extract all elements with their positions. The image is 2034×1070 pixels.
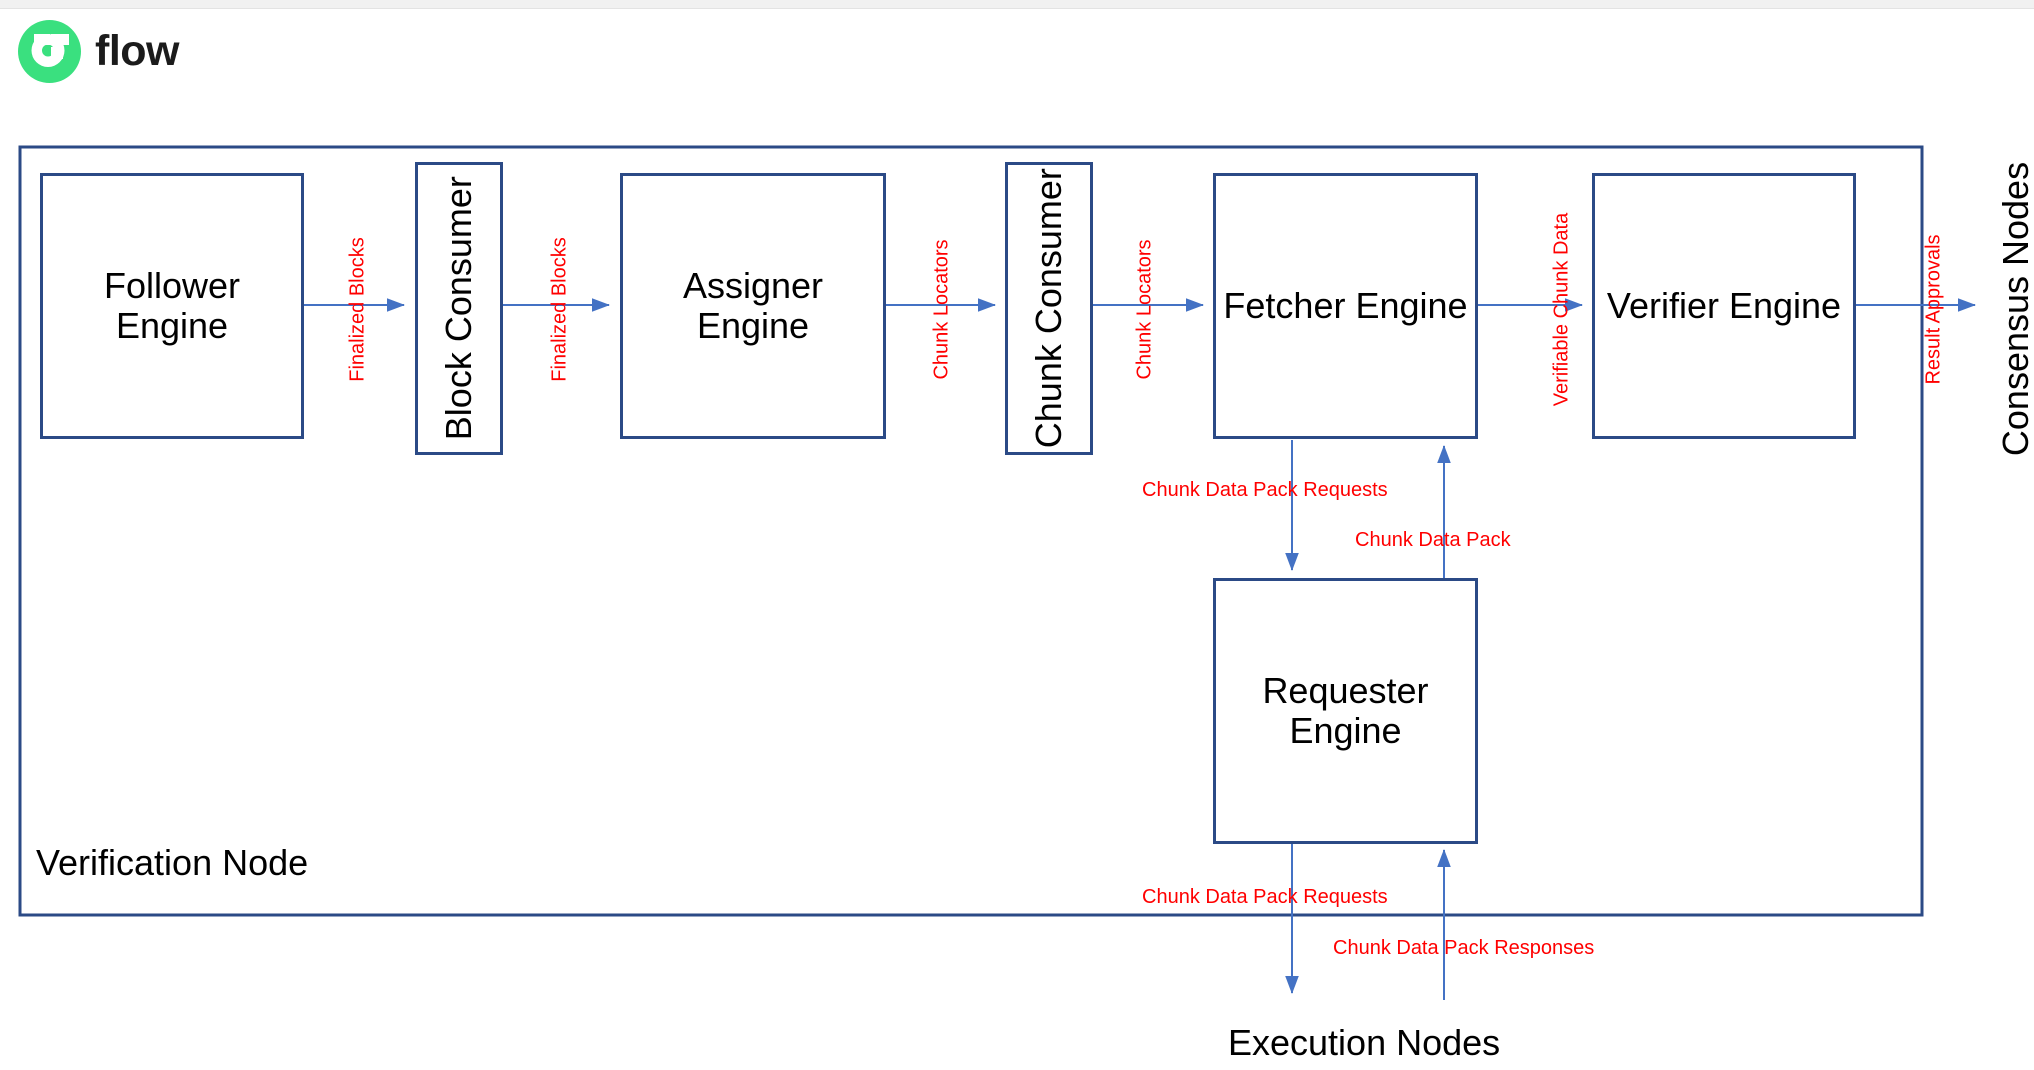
edge-label-finalized-blocks-2: Finalized Blocks bbox=[548, 237, 571, 382]
container-label-verification-node: Verification Node bbox=[36, 842, 309, 883]
node-follower-engine[interactable]: Follower Engine bbox=[40, 173, 304, 439]
brand-wordmark: flow bbox=[95, 27, 179, 75]
flow-logo-glyph bbox=[31, 34, 69, 67]
edge-label-chunk-data-pack-requests-external: Chunk Data Pack Requests bbox=[1142, 886, 1388, 908]
node-label: Fetcher Engine bbox=[1223, 284, 1468, 326]
node-label: Assigner Engine bbox=[682, 264, 824, 346]
node-label: Chunk Consumer bbox=[1027, 168, 1069, 449]
node-block-consumer[interactable]: Block Consumer bbox=[415, 162, 503, 455]
edge-label-verifiable-chunk-data: Verifiable Chunk Data bbox=[1550, 212, 1573, 407]
edge-label-chunk-locators-2: Chunk Locators bbox=[1133, 239, 1156, 380]
external-node-consensus-nodes: Consensus Nodes bbox=[1995, 161, 2034, 457]
node-assigner-engine[interactable]: Assigner Engine bbox=[620, 173, 886, 439]
edge-label-result-approvals: Result Approvals bbox=[1922, 234, 1945, 385]
brand-header: flow bbox=[18, 20, 179, 83]
node-requester-engine[interactable]: Requester Engine bbox=[1213, 578, 1478, 844]
node-chunk-consumer[interactable]: Chunk Consumer bbox=[1005, 162, 1093, 455]
edge-label-chunk-data-pack-requests-internal: Chunk Data Pack Requests bbox=[1142, 479, 1388, 501]
external-node-execution-nodes: Execution Nodes bbox=[1228, 1022, 1501, 1063]
node-label: Verifier Engine bbox=[1606, 284, 1842, 326]
edge-label-finalized-blocks-1: Finalized Blocks bbox=[346, 237, 369, 382]
node-fetcher-engine[interactable]: Fetcher Engine bbox=[1213, 173, 1478, 439]
edge-label-chunk-data-pack: Chunk Data Pack bbox=[1355, 529, 1511, 551]
node-verifier-engine[interactable]: Verifier Engine bbox=[1592, 173, 1856, 439]
top-strip bbox=[0, 0, 2034, 9]
verification-node-container bbox=[18, 145, 1924, 917]
flow-logo-icon bbox=[18, 20, 81, 83]
node-label: Requester Engine bbox=[1262, 669, 1429, 751]
node-label: Follower Engine bbox=[103, 264, 241, 346]
edge-label-chunk-data-pack-responses: Chunk Data Pack Responses bbox=[1333, 937, 1595, 959]
node-label: Block Consumer bbox=[437, 176, 479, 441]
edge-label-chunk-locators-1: Chunk Locators bbox=[930, 239, 953, 380]
